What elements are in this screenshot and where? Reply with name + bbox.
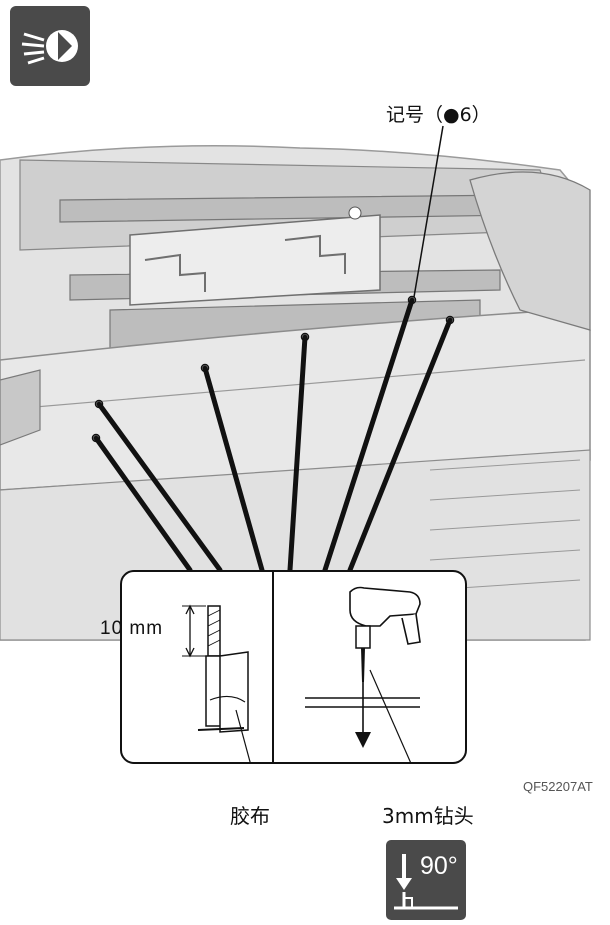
right-angle-icon (386, 840, 466, 920)
leader-lines (93, 297, 453, 573)
tape-wrapped-bit (182, 604, 252, 764)
drill-icon (305, 586, 421, 764)
figure-code: QF52207AT (523, 779, 593, 794)
dimension-label: 10 mm (100, 618, 164, 639)
headlamp-icon (10, 6, 90, 86)
tape-label: 胶布 (230, 804, 270, 828)
inset-detail-drawing (182, 570, 421, 764)
angle-label: 90° (420, 852, 458, 880)
callout-leader-line (413, 125, 444, 298)
bumper-illustration (0, 125, 591, 641)
drill-bit-label: 3mm钻头 (382, 804, 474, 828)
mark-callout-label: 记号（●6） (386, 104, 491, 126)
